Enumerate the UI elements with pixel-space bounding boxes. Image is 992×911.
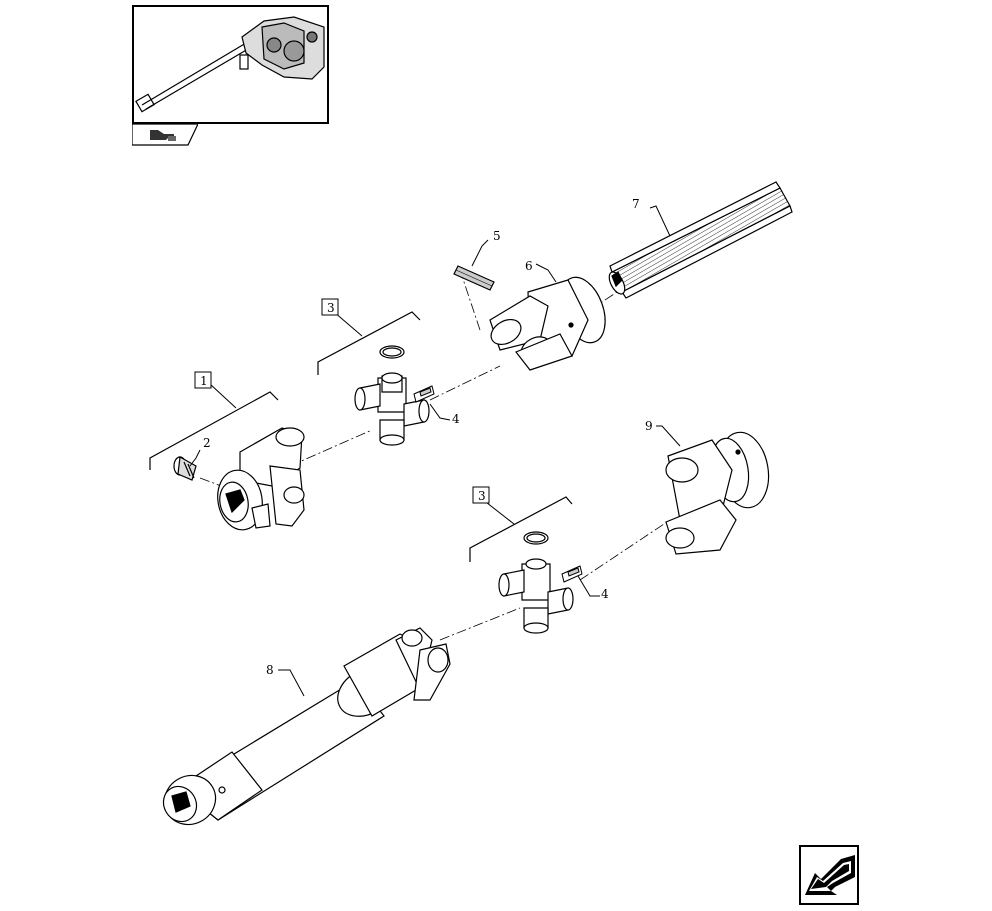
callout-1: 1 bbox=[200, 374, 208, 388]
yoke-1 bbox=[217, 427, 305, 531]
group-brackets bbox=[149, 311, 573, 562]
back-arrow-icon bbox=[805, 855, 855, 895]
tube-shaft-8 bbox=[162, 627, 451, 826]
callout-5: 5 bbox=[493, 229, 501, 243]
centerlines bbox=[199, 269, 671, 641]
callout-4-lower: 4 bbox=[601, 587, 609, 601]
yoke-6 bbox=[489, 276, 606, 371]
back-button[interactable] bbox=[799, 845, 859, 905]
hand-pointer-icon bbox=[131, 123, 199, 146]
roll-pin-5 bbox=[453, 265, 495, 291]
callout-boxes bbox=[194, 298, 490, 504]
callout-9: 9 bbox=[645, 419, 653, 433]
callout-4-upper: 4 bbox=[452, 412, 460, 426]
grease-nipple-lower bbox=[561, 565, 583, 583]
callout-2: 2 bbox=[203, 436, 211, 450]
assembly-thumbnail[interactable] bbox=[132, 5, 329, 124]
flange-yoke-9 bbox=[665, 431, 770, 555]
callout-7: 7 bbox=[632, 197, 640, 211]
universal-joint-cross-lower bbox=[498, 531, 574, 634]
nav-tab[interactable] bbox=[131, 123, 199, 146]
splined-shaft bbox=[608, 181, 793, 299]
callout-6: 6 bbox=[525, 259, 533, 273]
universal-joint-cross-upper bbox=[354, 345, 430, 446]
callout-3-upper: 3 bbox=[327, 301, 335, 315]
grease-nipple-upper bbox=[413, 385, 435, 403]
callout-8: 8 bbox=[266, 663, 274, 677]
bolt-2 bbox=[173, 456, 197, 481]
assembly-thumbnail-icon bbox=[135, 16, 325, 113]
callout-3-lower: 3 bbox=[478, 489, 486, 503]
